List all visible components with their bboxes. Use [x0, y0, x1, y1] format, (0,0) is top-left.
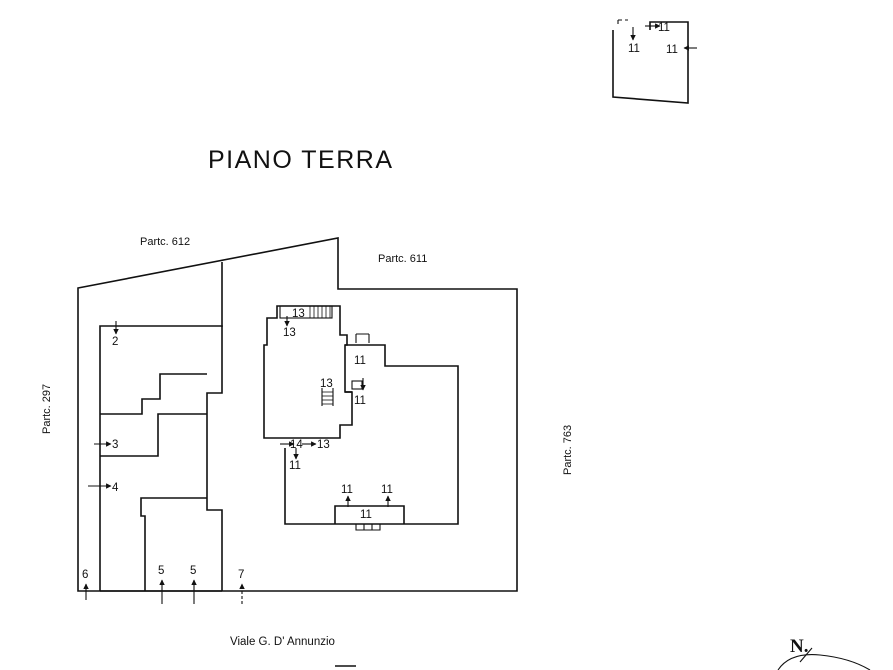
marker-11-south: 11 11 11 [341, 484, 393, 521]
svg-text:7: 7 [238, 569, 244, 581]
svg-text:13: 13 [317, 439, 330, 451]
street-label: Viale G. D' Annunzio [230, 636, 335, 648]
svg-text:2: 2 [112, 336, 118, 348]
parcel-label-611: Partc. 611 [378, 253, 427, 265]
parcel-label-612: Partc. 612 [140, 236, 190, 248]
marker-11-terrace: 11 11 [354, 355, 366, 407]
west-block-outline [99, 325, 223, 591]
north-arrow: N. [777, 636, 871, 670]
inset-label-11c: 11 [666, 44, 678, 56]
svg-text:13: 13 [320, 378, 333, 390]
svg-text:11: 11 [341, 484, 353, 496]
north-compass-arc [777, 654, 871, 670]
terrace-box [351, 380, 363, 390]
lot-boundary [77, 237, 518, 592]
main-stair-side [321, 388, 334, 406]
marker-6: 6 [82, 569, 89, 600]
parcel-label-763: Partc. 763 [562, 425, 574, 475]
svg-text:4: 4 [112, 482, 119, 494]
marker-5a: 5 [158, 565, 165, 604]
svg-text:11: 11 [289, 460, 301, 472]
west-unit-wall-c [140, 497, 207, 591]
north-label: N. [790, 636, 808, 657]
south-steps [355, 524, 381, 531]
svg-text:11: 11 [360, 509, 372, 521]
plan-title: PIANO TERRA [208, 146, 394, 174]
svg-text:11: 11 [354, 395, 366, 407]
svg-text:13: 13 [292, 308, 305, 320]
inset-dashed-corner [617, 19, 628, 27]
svg-text:6: 6 [82, 569, 88, 581]
inset-plan: 11 11 11 [612, 19, 697, 104]
marker-13-mid: 13 [320, 378, 333, 390]
svg-text:13: 13 [283, 327, 296, 339]
marker-3: 3 [94, 439, 118, 451]
west-unit-wall-a [100, 373, 207, 415]
marker-4: 4 [88, 482, 119, 494]
north-compass-needle [799, 647, 813, 663]
svg-text:14: 14 [290, 439, 303, 451]
inset-outline [612, 21, 689, 104]
svg-text:11: 11 [381, 484, 393, 496]
west-unit-wall-b [100, 413, 207, 457]
svg-text:3: 3 [112, 439, 118, 451]
marker-2: 2 [112, 321, 119, 348]
marker-14-13-11: 14 13 11 [280, 439, 330, 472]
parcel-label-297: Partc. 297 [41, 384, 53, 434]
courtyard-outline [284, 344, 459, 525]
main-stair-top [279, 305, 333, 319]
inset-label-11a: 11 [658, 22, 670, 34]
svg-text:5: 5 [158, 565, 164, 577]
terrace-chimney [355, 333, 370, 343]
svg-text:5: 5 [190, 565, 196, 577]
main-building [263, 305, 353, 439]
marker-13-top: 13 13 [283, 308, 305, 339]
marker-7: 7 [238, 569, 245, 604]
svg-text:11: 11 [354, 355, 366, 367]
south-porch [334, 505, 405, 524]
inset-label-11b: 11 [628, 43, 640, 55]
marker-5b: 5 [190, 565, 197, 604]
